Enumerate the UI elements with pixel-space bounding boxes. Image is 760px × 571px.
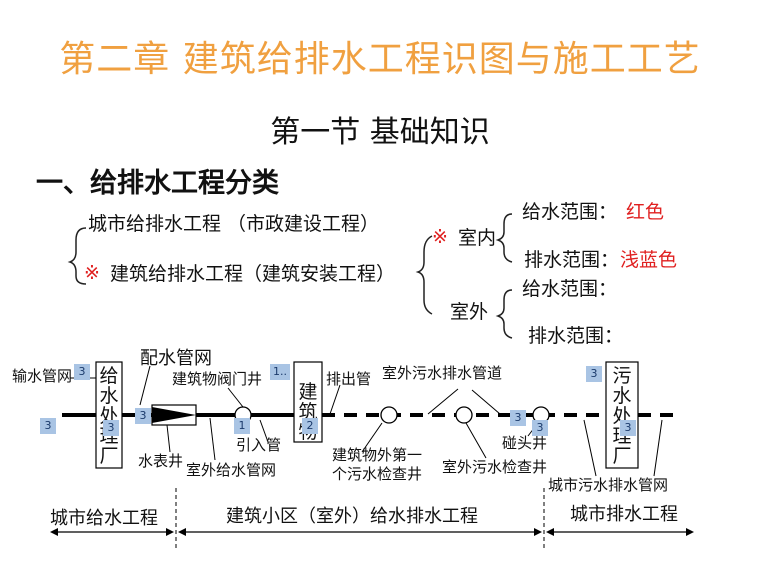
outdoor-item: 室外 (450, 301, 489, 323)
inlet-pipe-label: 引入管 (236, 436, 282, 454)
discharge-pipe-label: 排出管 (326, 370, 372, 388)
outdoor-supply-label: 给水范围： (522, 278, 618, 300)
annotation-badge[interactable]: 3 (586, 366, 602, 382)
scope-city-drain: 城市排水工程 (570, 504, 678, 525)
indoor-supply-color: 红色 (626, 201, 665, 223)
indoor-supply-label: 给水范围： (522, 201, 618, 223)
transmission-pipe-label: 输水管网 (12, 367, 73, 385)
distribution-pipe-label: 配水管网 (140, 348, 212, 369)
sewage-plant-label: 污水处理厂 (612, 365, 632, 467)
annotation-badge[interactable]: 3 (620, 420, 636, 436)
indoor-drain-color: 浅蓝色 (620, 249, 678, 271)
annotation-badge[interactable]: 2 (302, 418, 318, 434)
city-sewer-label: 城市污水排水管网 (548, 476, 669, 494)
annotation-badge[interactable]: 3 (532, 420, 548, 436)
scope-city-supply: 城市给水工程 (50, 508, 158, 529)
outdoor-supply-label: 室外给水管网 (186, 461, 277, 479)
building-item: 建筑给排水工程（建筑安装工程） (110, 263, 396, 285)
annotation-badge[interactable]: 1.. (270, 364, 290, 380)
indoor-drain-label: 排水范围： (524, 249, 620, 271)
scope-building: 建筑小区（室外）给水排水工程 (226, 506, 478, 527)
junction-well-label: 碰头井 (502, 434, 548, 452)
municipal-item: 城市给排水工程 （市政建设工程） (88, 213, 380, 235)
valve-well-label: 建筑物阀门井 (172, 370, 263, 388)
heading: 一、给排水工程分类 (36, 168, 279, 199)
annotation-badge[interactable]: 3 (40, 418, 56, 434)
chapter-title: 第二章 建筑给排水工程识图与施工工艺 (59, 39, 701, 80)
mark-indoor: ※ (432, 226, 448, 248)
indoor-item: 室内 (458, 227, 497, 249)
annotation-badge[interactable]: 3 (510, 410, 526, 426)
annotation-badge[interactable]: 3 (74, 364, 90, 380)
outdoor-sewer-label: 室外污水排水管道 (382, 364, 503, 382)
water-plant-label: 给水处理厂 (99, 365, 119, 467)
annotation-badge[interactable]: 1 (234, 418, 250, 434)
annotation-badge[interactable]: 3 (103, 420, 119, 436)
meter-well-label: 水表井 (138, 452, 184, 470)
outdoor-inspection-label: 室外污水检查井 (442, 458, 548, 476)
first-inspection-label: 建筑物外第一个污水检查井 (332, 446, 423, 483)
outdoor-drain-label: 排水范围： (528, 325, 624, 347)
section-title: 第一节 基础知识 (270, 115, 490, 150)
annotation-badge[interactable]: 3 (135, 408, 151, 424)
mark-building: ※ (84, 262, 100, 284)
